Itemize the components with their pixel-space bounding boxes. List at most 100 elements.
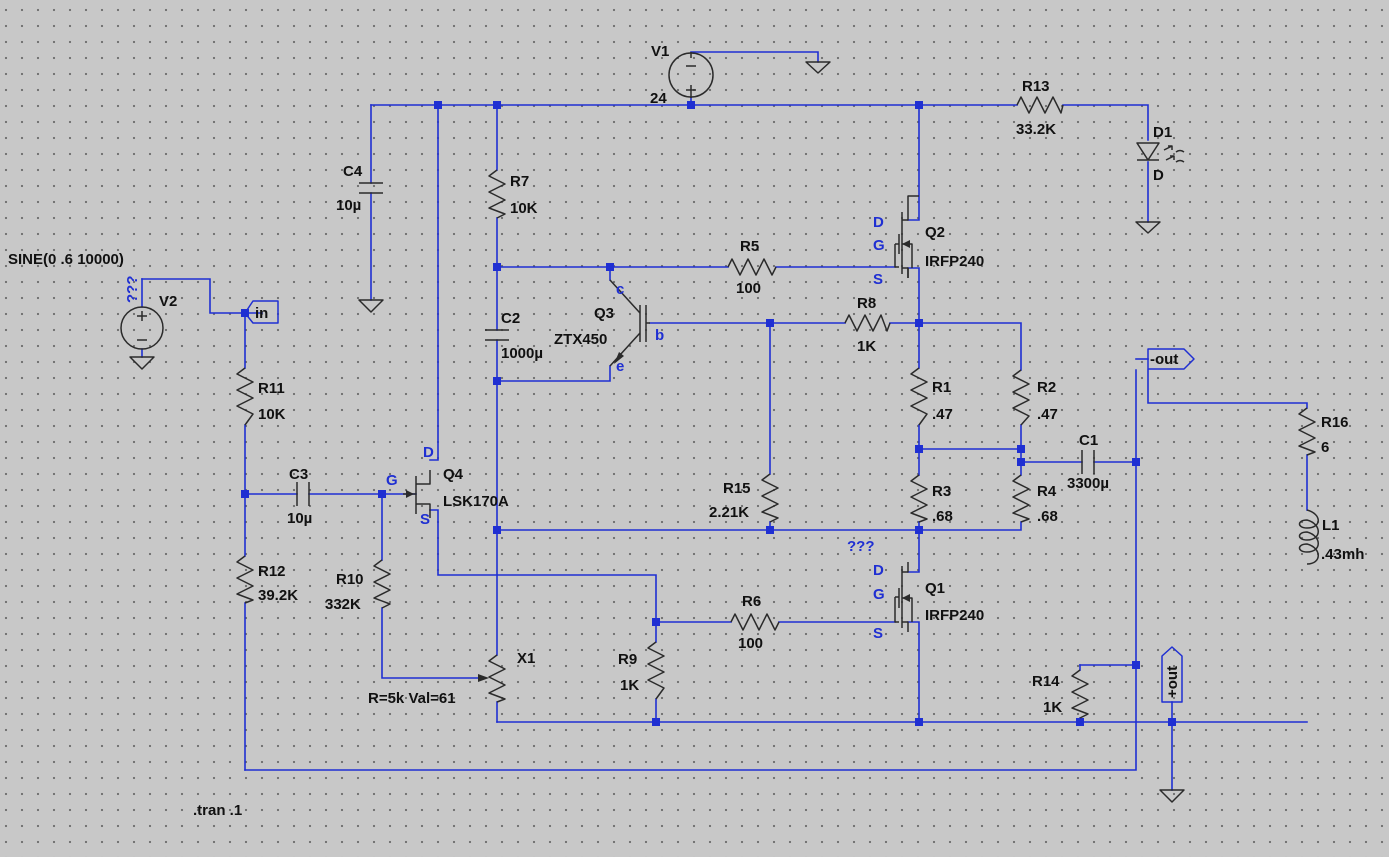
- q3-pin-c: c: [616, 281, 624, 298]
- q2-value: IRFP240: [925, 253, 984, 270]
- q4-name: Q4: [443, 466, 464, 483]
- c3-value: 10µ: [287, 510, 312, 527]
- c1-capacitor[interactable]: [1081, 450, 1095, 474]
- c2-value: 1000µ: [501, 345, 543, 362]
- r3-name: R3: [932, 483, 951, 500]
- r8-resistor[interactable]: [844, 314, 891, 332]
- c3-name: C3: [289, 466, 308, 483]
- q2-name: Q2: [925, 224, 945, 241]
- q1-pin-g: G: [873, 586, 885, 603]
- component-labels: V1 24 R13 33.2K D1 D C4 10µ R7 10K R5 10…: [8, 43, 1364, 819]
- net-label-out-pos-text: +out: [1164, 666, 1181, 698]
- x1-name: X1: [517, 650, 535, 667]
- wires[interactable]: [141, 51, 1308, 791]
- v2-marker: ???: [124, 276, 141, 304]
- q4-jfet[interactable]: [403, 470, 431, 518]
- q3-pin-b: b: [655, 327, 664, 344]
- spice-directive: .tran .1: [193, 802, 242, 819]
- l1-inductor[interactable]: [1298, 509, 1319, 565]
- r11-value: 10K: [258, 406, 286, 423]
- net-label-out-neg-text: -out: [1150, 351, 1178, 368]
- r2-value: .47: [1037, 406, 1058, 423]
- net-label-in[interactable]: in: [244, 300, 279, 324]
- r15-resistor[interactable]: [761, 473, 779, 523]
- l1-name: L1: [1322, 517, 1340, 534]
- ground-icon: [129, 356, 155, 370]
- x1-potentiometer[interactable]: [478, 654, 506, 703]
- r13-value: 33.2K: [1016, 121, 1056, 138]
- r1-value: .47: [932, 406, 953, 423]
- c2-capacitor[interactable]: [485, 329, 509, 341]
- junction-dots: [241, 101, 1176, 726]
- r16-name: R16: [1321, 414, 1349, 431]
- q1-name: Q1: [925, 580, 945, 597]
- r10-resistor[interactable]: [373, 559, 391, 609]
- q2-pin-d: D: [873, 214, 884, 231]
- r2-name: R2: [1037, 379, 1056, 396]
- c1-value: 3300µ: [1067, 475, 1109, 492]
- q3-name: Q3: [594, 305, 614, 322]
- r14-value: 1K: [1043, 699, 1062, 716]
- r10-name: R10: [336, 571, 364, 588]
- net-label-out-neg[interactable]: -out: [1147, 348, 1195, 370]
- q4-pin-s: S: [420, 511, 430, 528]
- r12-resistor[interactable]: [236, 555, 254, 604]
- r7-value: 10K: [510, 200, 538, 217]
- r12-value: 39.2K: [258, 587, 298, 604]
- r9-value: 1K: [620, 677, 639, 694]
- r13-resistor[interactable]: [1016, 96, 1064, 114]
- q1-pin-s: S: [873, 625, 883, 642]
- ground-icon: [1159, 789, 1185, 803]
- ground-icon: [358, 299, 384, 313]
- q3-transistor[interactable]: [609, 279, 650, 367]
- r1-name: R1: [932, 379, 951, 396]
- q2-pin-s: S: [873, 271, 883, 288]
- r16-resistor[interactable]: [1298, 407, 1316, 456]
- r1-resistor[interactable]: [910, 367, 928, 426]
- r6-resistor[interactable]: [730, 613, 780, 631]
- c4-capacitor[interactable]: [359, 182, 383, 194]
- r3-resistor[interactable]: [910, 474, 928, 523]
- r14-name: R14: [1032, 673, 1060, 690]
- d1-value: D: [1153, 167, 1164, 184]
- r9-name: R9: [618, 651, 637, 668]
- r3-value: .68: [932, 508, 953, 525]
- r15-value: 2.21K: [709, 504, 749, 521]
- v1-voltage-source[interactable]: [668, 52, 714, 98]
- r5-resistor[interactable]: [727, 258, 777, 276]
- q2-mosfet[interactable]: [894, 195, 919, 278]
- r2-resistor[interactable]: [1012, 369, 1030, 426]
- ground-icon: [805, 61, 831, 74]
- q4-value: LSK170A: [443, 493, 509, 510]
- r6-value: 100: [738, 635, 763, 652]
- r4-value: .68: [1037, 508, 1058, 525]
- q1-marker: ???: [847, 538, 875, 555]
- c3-capacitor[interactable]: [296, 482, 310, 506]
- r13-name: R13: [1022, 78, 1050, 95]
- q1-value: IRFP240: [925, 607, 984, 624]
- q3-value: ZTX450: [554, 331, 607, 348]
- r6-name: R6: [742, 593, 761, 610]
- r14-resistor[interactable]: [1071, 669, 1089, 719]
- r9-resistor[interactable]: [647, 641, 665, 700]
- c1-name: C1: [1079, 432, 1098, 449]
- r5-name: R5: [740, 238, 759, 255]
- d1-led[interactable]: [1136, 142, 1185, 163]
- v1-value: 24: [650, 90, 667, 107]
- r7-resistor[interactable]: [488, 169, 506, 219]
- net-label-out-pos[interactable]: +out: [1161, 646, 1183, 703]
- v2-value: SINE(0 .6 10000): [8, 251, 124, 268]
- r11-resistor[interactable]: [236, 367, 254, 426]
- v2-sine-source[interactable]: [120, 306, 164, 350]
- q1-mosfet[interactable]: [894, 562, 913, 632]
- q4-pin-g: G: [386, 472, 398, 489]
- net-label-in-text: in: [255, 305, 268, 322]
- l1-value: .43mh: [1321, 546, 1364, 563]
- r4-resistor[interactable]: [1012, 474, 1030, 523]
- r8-value: 1K: [857, 338, 876, 355]
- ground-icon: [1135, 221, 1161, 234]
- pin-labels: D G S D G S D G S c b e: [386, 214, 885, 642]
- d1-name: D1: [1153, 124, 1172, 141]
- r11-name: R11: [258, 380, 285, 397]
